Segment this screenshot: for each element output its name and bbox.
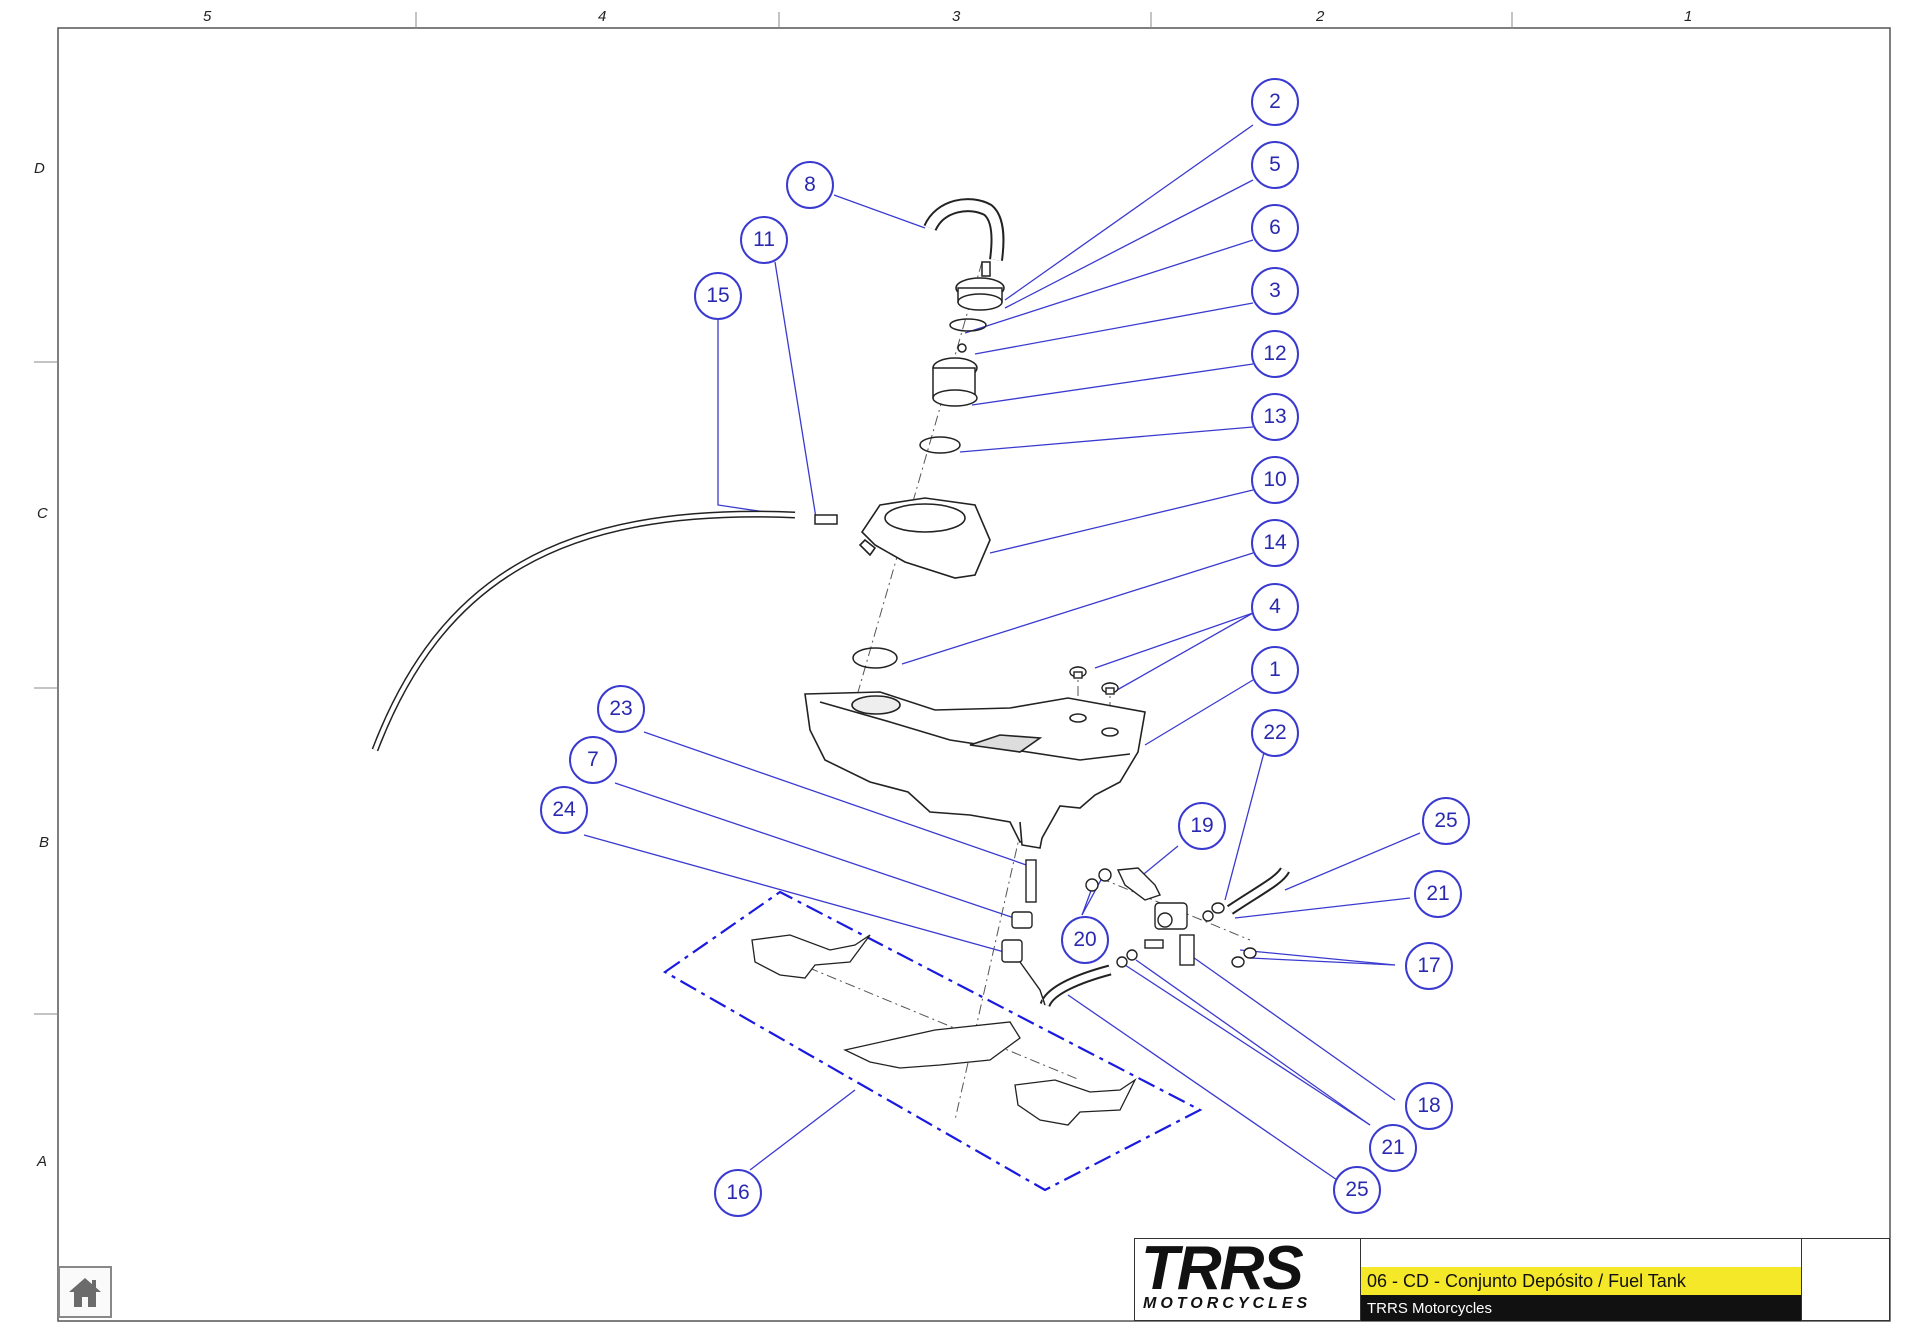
trrs-logo: TRRS MOTORCYCLES	[1135, 1234, 1361, 1320]
callout-23[interactable]: 23	[597, 685, 645, 733]
drawing-frame	[57, 27, 1891, 1322]
callout-4[interactable]: 4	[1251, 583, 1299, 631]
zone-col-4: 4	[598, 8, 607, 25]
callout-21-upper[interactable]: 21	[1414, 870, 1462, 918]
callout-21-lower[interactable]: 21	[1369, 1124, 1417, 1172]
drain-fittings	[1001, 859, 1046, 1006]
zone-ticks	[34, 12, 1513, 1015]
zone-col-5: 5	[203, 8, 212, 25]
callout-12[interactable]: 12	[1251, 330, 1299, 378]
zone-col-2: 2	[1316, 8, 1325, 25]
callout-5[interactable]: 5	[1251, 141, 1299, 189]
fuel-cap-parts	[852, 261, 1005, 669]
callout-2[interactable]: 2	[1251, 78, 1299, 126]
callout-25-upper[interactable]: 25	[1422, 797, 1470, 845]
callout-8[interactable]: 8	[786, 161, 834, 209]
zone-col-3: 3	[952, 8, 961, 25]
callout-25-lower[interactable]: 25	[1333, 1166, 1381, 1214]
vent-hose	[371, 510, 796, 752]
filler-cover	[858, 497, 991, 579]
home-icon	[69, 1278, 101, 1307]
fuel-tap	[1085, 867, 1257, 968]
logo-subtext: MOTORCYCLES	[1143, 1295, 1312, 1312]
drawing-title: 06 - CD - Conjunto Depósito / Fuel Tank	[1361, 1267, 1801, 1295]
callout-13[interactable]: 13	[1251, 393, 1299, 441]
zone-row-b: B	[39, 834, 50, 851]
zone-row-c: C	[37, 505, 48, 522]
zone-row-d: D	[34, 160, 45, 177]
zone-col-1: 1	[1684, 8, 1693, 25]
zone-row-a: A	[37, 1153, 48, 1170]
screws	[1069, 666, 1119, 695]
logo-wordmark: TRRS	[1141, 1234, 1304, 1303]
hose-fitting	[814, 514, 838, 525]
callout-14[interactable]: 14	[1251, 519, 1299, 567]
callout-6[interactable]: 6	[1251, 204, 1299, 252]
home-button[interactable]	[58, 1266, 112, 1318]
callout-16[interactable]: 16	[714, 1169, 762, 1217]
callout-20[interactable]: 20	[1061, 916, 1109, 964]
callout-17[interactable]: 17	[1405, 942, 1453, 990]
callout-1[interactable]: 1	[1251, 646, 1299, 694]
drawing-subtitle: TRRS Motorcycles	[1361, 1295, 1801, 1321]
badge-area	[1801, 1239, 1889, 1320]
callout-19[interactable]: 19	[1178, 802, 1226, 850]
title-block: TRRS MOTORCYCLES 06 - CD - Conjunto Depó…	[1134, 1234, 1890, 1321]
callout-10[interactable]: 10	[1251, 456, 1299, 504]
decal-kit-outline	[662, 890, 1203, 1192]
decals	[751, 934, 1137, 1126]
callout-15[interactable]: 15	[694, 272, 742, 320]
callout-18[interactable]: 18	[1405, 1082, 1453, 1130]
callout-11[interactable]: 11	[740, 216, 788, 264]
callout-3[interactable]: 3	[1251, 267, 1299, 315]
callout-24[interactable]: 24	[540, 786, 588, 834]
callout-7[interactable]: 7	[569, 736, 617, 784]
callout-22[interactable]: 22	[1251, 709, 1299, 757]
fuel-tank	[804, 691, 1146, 849]
